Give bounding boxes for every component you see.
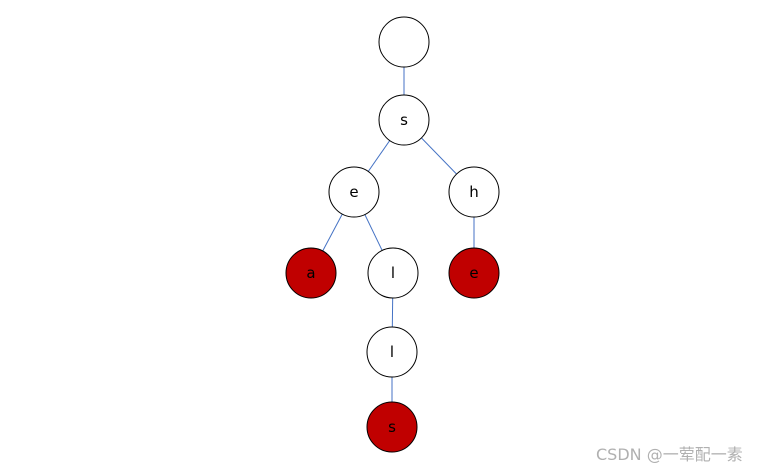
node-circle <box>366 401 418 453</box>
node-label: h <box>469 183 479 201</box>
trie-node-root <box>378 16 430 68</box>
node-circle <box>366 326 418 378</box>
node-circle <box>367 247 419 299</box>
node-circle <box>378 94 430 146</box>
node-circle <box>378 16 430 68</box>
node-label: l <box>391 264 395 282</box>
node-label: e <box>349 183 358 201</box>
trie-node-a1: a <box>285 247 337 299</box>
node-label: l <box>390 343 394 361</box>
node-label: s <box>388 418 396 436</box>
trie-node-e1: e <box>328 166 380 218</box>
watermark: CSDN @一荤配一素 <box>596 445 743 464</box>
node-circle <box>448 166 500 218</box>
node-label: a <box>306 264 315 282</box>
node-circle <box>328 166 380 218</box>
trie-node-l2: l <box>366 326 418 378</box>
trie-node-l1: l <box>367 247 419 299</box>
trie-node-e2: e <box>448 247 500 299</box>
trie-node-s1: s <box>378 94 430 146</box>
trie-node-s2: s <box>366 401 418 453</box>
node-circle <box>448 247 500 299</box>
node-label: s <box>400 111 408 129</box>
node-label: e <box>469 264 478 282</box>
node-circle <box>285 247 337 299</box>
trie-node-h1: h <box>448 166 500 218</box>
